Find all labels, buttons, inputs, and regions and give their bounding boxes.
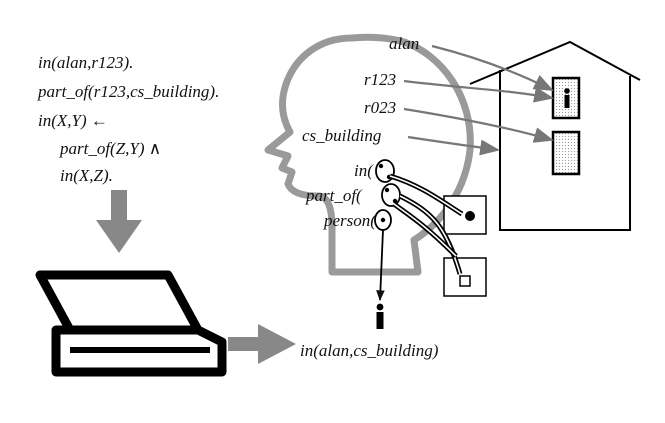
kb-line-1: in(alan,r123). xyxy=(38,53,133,72)
person-figure-icon xyxy=(376,303,384,329)
kb-line-2: part_of(r123,cs_building). xyxy=(37,82,219,101)
kb-line-3: in(X,Y) ← xyxy=(38,111,108,130)
argument-slots xyxy=(374,159,401,231)
symbol-alan: alan xyxy=(389,34,419,53)
symbol-r123: r123 xyxy=(364,70,396,89)
symbol-cs-building: cs_building xyxy=(302,126,381,145)
person-icon xyxy=(564,88,570,108)
kb-line-5: in(X,Z). xyxy=(60,166,113,185)
relation-arrows xyxy=(376,173,464,302)
kb-line-4: part_of(Z,Y) ∧ xyxy=(59,139,161,158)
down-arrow-icon xyxy=(96,190,142,253)
house-icon xyxy=(469,40,641,231)
knowledge-base: in(alan,r123). part_of(r123,cs_building)… xyxy=(37,53,219,185)
symbol-in: in( xyxy=(354,161,374,180)
room-r023 xyxy=(551,130,581,176)
part-of-inner-square xyxy=(459,275,471,287)
symbol-person: person( xyxy=(323,211,377,230)
inferred-result: in(alan,cs_building) xyxy=(300,341,439,360)
head-relations: in( part_of( person( xyxy=(305,161,377,230)
symbol-r023: r023 xyxy=(364,98,396,117)
result-arrow-icon xyxy=(228,324,296,364)
laptop-icon xyxy=(35,270,227,377)
head-silhouette-icon xyxy=(264,33,474,276)
head-constants: alan r123 r023 cs_building xyxy=(302,34,419,145)
in-relation-dot xyxy=(465,211,475,221)
denotation-arrows xyxy=(403,44,554,156)
symbol-part-of: part_of( xyxy=(305,186,363,205)
in-relation-box xyxy=(443,195,487,235)
